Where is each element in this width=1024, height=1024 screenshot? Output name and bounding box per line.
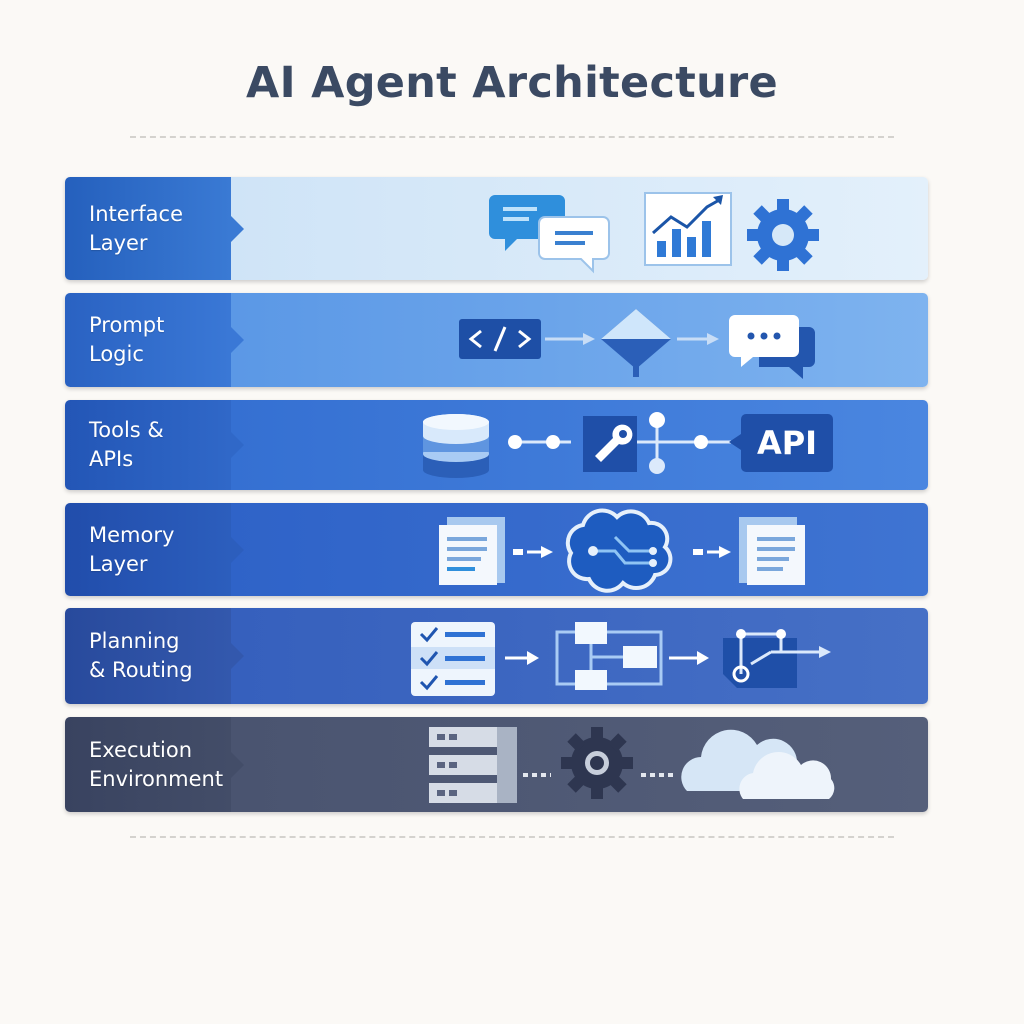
server-stack-icon: [429, 727, 517, 803]
arrow-icon: [677, 333, 719, 345]
code-icon: [459, 319, 541, 359]
prompt-logic-layer-icons: [231, 293, 928, 387]
execution-environment-layer-label: Execution Environment: [89, 737, 224, 791]
api-badge-icon: API: [729, 414, 833, 472]
interface-layer-label-box: Interface Layer: [65, 177, 231, 280]
interface-layer-label: Interface Layer: [89, 201, 184, 255]
execution-environment-layer-notch: [231, 751, 244, 778]
tools-apis-layer-icons: API: [231, 400, 928, 490]
tools-apis-layer-label-box: Tools & APIs: [65, 400, 231, 490]
planning-routing-layer: Planning & Routing: [65, 608, 928, 704]
memory-layer-label-box: Memory Layer: [65, 503, 231, 596]
memory-layer: Memory Layer: [65, 503, 928, 596]
bottom-divider: [130, 836, 894, 838]
memory-layer-label: Memory Layer: [89, 522, 175, 576]
interface-layer: Interface Layer: [65, 177, 928, 280]
chat-bubbles-icon: [489, 195, 610, 274]
page-title: AI Agent Architecture: [246, 58, 778, 108]
arrow-icon: [513, 546, 553, 558]
arrow-icon: [505, 651, 539, 665]
line-chart-icon: [644, 192, 732, 266]
arrow-icon: [693, 546, 731, 558]
execution-environment-layer-label-box: Execution Environment: [65, 717, 231, 812]
planning-routing-layer-label-box: Planning & Routing: [65, 608, 231, 704]
wrench-icon: [583, 416, 637, 472]
api-badge-text: API: [757, 424, 817, 462]
flowchart-icon: [555, 622, 663, 690]
branch-connector: [637, 412, 731, 474]
prompt-logic-layer-label-box: Prompt Logic: [65, 293, 231, 387]
gear-icon: [561, 727, 633, 799]
prompt-logic-layer-label: Prompt Logic: [89, 313, 165, 366]
database-icon: [423, 414, 489, 478]
document-icon: [739, 517, 805, 585]
planning-routing-layer-label: Planning & Routing: [89, 629, 193, 682]
arrow-icon: [669, 651, 709, 665]
decision-diamond-icon: [601, 309, 671, 377]
execution-environment-layer: Execution Environment: [65, 717, 928, 812]
tools-apis-layer-notch: [231, 432, 244, 458]
tools-apis-layer: Tools & APIs: [65, 400, 928, 490]
message-bubble-icon: [729, 315, 815, 379]
planning-routing-layer-notch: [231, 643, 244, 669]
interface-layer-notch: [231, 215, 244, 242]
route-icon: [723, 629, 831, 688]
arrow-icon: [545, 333, 595, 345]
gear-icon: [747, 199, 819, 271]
document-icon: [439, 517, 505, 585]
cloud-icon: [681, 729, 835, 799]
checklist-icon: [411, 622, 495, 696]
planning-routing-layer-icons: [231, 608, 928, 704]
execution-environment-layer-icons: [231, 717, 928, 812]
tools-apis-layer-label: Tools & APIs: [89, 418, 164, 471]
memory-layer-icons: [231, 503, 928, 596]
interface-layer-icons: [231, 177, 928, 280]
prompt-logic-layer: Prompt Logic: [65, 293, 928, 387]
top-divider: [130, 136, 894, 138]
connector-line: [508, 435, 571, 449]
prompt-logic-layer-notch: [231, 327, 244, 353]
memory-layer-notch: [231, 536, 244, 563]
brain-icon: [565, 508, 673, 593]
